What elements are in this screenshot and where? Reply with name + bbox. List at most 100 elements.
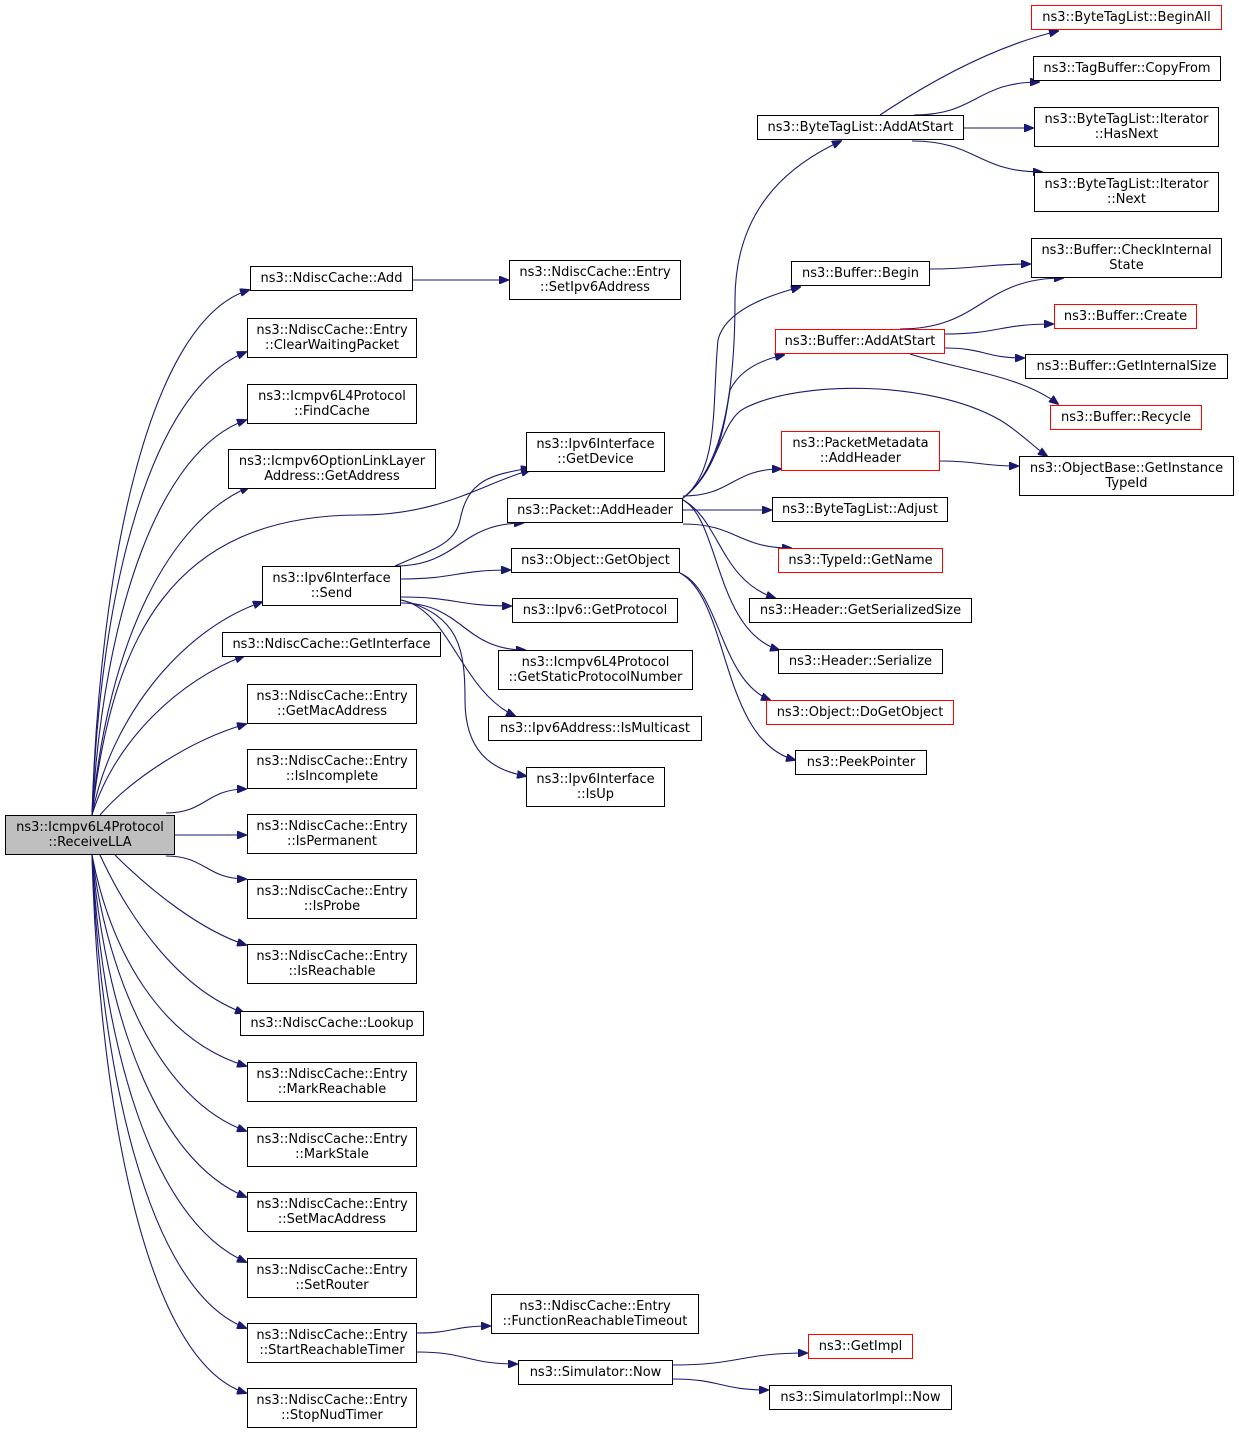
edge-start-reachable-timer-to-simulator-now: [416, 1351, 517, 1364]
edge-packet-add-header-to-buffer-add-at-start: [682, 355, 784, 499]
node-ipv6if-is-up[interactable]: ns3::Ipv6Interface ::IsUp: [526, 767, 665, 807]
node-find-cache[interactable]: ns3::Icmpv6L4Protocol ::FindCache: [247, 384, 417, 424]
edge-object-get-object-to-peek-pointer: [679, 572, 795, 760]
edge-root-to-mark-reachable: [91, 854, 246, 1066]
node-is-permanent[interactable]: ns3::NdiscCache::Entry ::IsPermanent: [247, 814, 417, 854]
edge-simulator-now-to-simulatorimpl-now: [672, 1378, 768, 1390]
edge-ipv6if-send-to-object-get-object: [400, 570, 510, 580]
node-mark-reachable[interactable]: ns3::NdiscCache::Entry ::MarkReachable: [247, 1062, 417, 1102]
node-buffer-get-internal-size[interactable]: ns3::Buffer::GetInternalSize: [1025, 354, 1228, 379]
node-mark-stale[interactable]: ns3::NdiscCache::Entry ::MarkStale: [247, 1127, 417, 1167]
edge-root-to-is-probe: [165, 855, 246, 879]
edge-buffer-add-at-start-to-buffer-create: [944, 324, 1053, 335]
edge-packetmetadata-add-header-to-objectbase-get-instance-typeid: [939, 460, 1018, 466]
node-simulatorimpl-now[interactable]: ns3::SimulatorImpl::Now: [769, 1385, 952, 1410]
node-is-incomplete[interactable]: ns3::NdiscCache::Entry ::IsIncomplete: [247, 749, 417, 789]
node-iterator-next[interactable]: ns3::ByteTagList::Iterator ::Next: [1034, 172, 1219, 212]
edge-bytetaglist-add-at-start-to-iterator-next: [911, 140, 1042, 172]
edge-root-to-stop-nud-timer: [91, 854, 246, 1393]
node-ndisc-get-interface[interactable]: ns3::NdiscCache::GetInterface: [222, 632, 441, 657]
node-bytetaglist-adjust[interactable]: ns3::ByteTagList::Adjust: [772, 497, 948, 522]
edge-packet-add-header-to-header-get-serialized-size: [682, 499, 775, 598]
edge-root-to-clear-waiting-packet: [91, 352, 246, 816]
node-set-router[interactable]: ns3::NdiscCache::Entry ::SetRouter: [247, 1258, 417, 1298]
node-start-reachable-timer[interactable]: ns3::NdiscCache::Entry ::StartReachableT…: [247, 1323, 417, 1363]
node-set-ipv6-address[interactable]: ns3::NdiscCache::Entry ::SetIpv6Address: [509, 260, 681, 300]
edge-root-to-mark-stale: [91, 854, 246, 1131]
node-ipv6if-get-device[interactable]: ns3::Ipv6Interface ::GetDevice: [526, 432, 665, 472]
node-get-mac-address[interactable]: ns3::NdiscCache::Entry ::GetMacAddress: [247, 684, 417, 724]
edge-root-to-option-get-address: [91, 487, 249, 816]
edge-start-reachable-timer-to-function-reachable-timeout: [416, 1326, 490, 1334]
node-tagbuffer-copy-from[interactable]: ns3::TagBuffer::CopyFrom: [1033, 56, 1221, 81]
node-object-get-object[interactable]: ns3::Object::GetObject: [511, 548, 680, 573]
node-header-get-serialized-size[interactable]: ns3::Header::GetSerializedSize: [749, 598, 972, 623]
edge-packet-add-header-to-header-serialize: [682, 499, 779, 650]
edge-buffer-add-at-start-to-buffer-check-internal-state: [899, 278, 1063, 330]
edge-buffer-begin-to-buffer-check-internal-state: [929, 264, 1030, 270]
node-object-do-get-object[interactable]: ns3::Object::DoGetObject: [766, 700, 954, 725]
edge-packet-add-header-to-objectbase-get-instance-typeid: [682, 387, 1047, 499]
edge-root-to-is-incomplete: [165, 789, 246, 814]
node-iterator-has-next[interactable]: ns3::ByteTagList::Iterator ::HasNext: [1034, 107, 1219, 147]
edge-simulator-now-to-get-impl: [672, 1353, 807, 1366]
node-is-reachable[interactable]: ns3::NdiscCache::Entry ::IsReachable: [247, 944, 417, 984]
edge-root-to-ipv6if-get-device: [91, 470, 530, 816]
node-typeid-get-name[interactable]: ns3::TypeId::GetName: [778, 548, 943, 573]
edge-bytetaglist-add-at-start-to-tagbuffer-copy-from: [913, 82, 1039, 116]
edge-root-to-ndisc-get-interface: [91, 656, 244, 816]
node-ipv6address-is-multicast[interactable]: ns3::Ipv6Address::IsMulticast: [488, 716, 702, 741]
edge-packet-add-header-to-bytetaglist-add-at-start: [682, 141, 841, 499]
node-bytetaglist-begin-all[interactable]: ns3::ByteTagList::BeginAll: [1031, 5, 1222, 30]
node-ipv6-get-protocol[interactable]: ns3::Ipv6::GetProtocol: [512, 598, 678, 623]
node-ipv6if-send[interactable]: ns3::Ipv6Interface ::Send: [262, 566, 401, 606]
node-header-serialize[interactable]: ns3::Header::Serialize: [778, 649, 943, 674]
call-edges: [91, 31, 1063, 1393]
edge-root-to-ndisc-lookup: [99, 854, 244, 1013]
edge-buffer-add-at-start-to-buffer-recycle: [909, 353, 1058, 404]
node-buffer-create[interactable]: ns3::Buffer::Create: [1054, 304, 1197, 329]
edge-ipv6if-send-to-get-static-protocol-number: [400, 602, 525, 650]
node-ndisc-add[interactable]: ns3::NdiscCache::Add: [250, 266, 413, 291]
edge-ipv6if-send-to-ipv6if-get-device: [394, 468, 530, 567]
node-buffer-check-internal-state[interactable]: ns3::Buffer::CheckInternal State: [1031, 238, 1222, 278]
node-ndisc-lookup[interactable]: ns3::NdiscCache::Lookup: [240, 1011, 424, 1036]
node-simulator-now[interactable]: ns3::Simulator::Now: [518, 1360, 673, 1385]
edge-root-to-ipv6if-send: [91, 602, 262, 816]
node-objectbase-get-instance-typeid[interactable]: ns3::ObjectBase::GetInstance TypeId: [1019, 456, 1234, 496]
node-packetmetadata-add-header[interactable]: ns3::PacketMetadata ::AddHeader: [781, 431, 940, 471]
edge-ipv6if-send-to-ipv6address-is-multicast: [400, 599, 515, 716]
node-packet-add-header[interactable]: ns3::Packet::AddHeader: [507, 498, 683, 523]
node-root: ns3::Icmpv6L4Protocol ::ReceiveLLA: [5, 815, 175, 855]
edge-ipv6if-send-to-ipv6-get-protocol: [400, 596, 511, 606]
edge-object-get-object-to-object-do-get-object: [679, 572, 770, 700]
edge-ipv6if-send-to-packet-add-header: [394, 523, 523, 567]
node-function-reachable-timeout[interactable]: ns3::NdiscCache::Entry ::FunctionReachab…: [491, 1294, 699, 1334]
node-buffer-begin[interactable]: ns3::Buffer::Begin: [791, 261, 930, 286]
node-buffer-recycle[interactable]: ns3::Buffer::Recycle: [1050, 405, 1202, 430]
edge-buffer-add-at-start-to-buffer-get-internal-size: [944, 347, 1024, 358]
edge-packet-add-header-to-typeid-get-name: [682, 523, 791, 548]
edge-root-to-ndisc-add: [91, 290, 249, 816]
node-is-probe[interactable]: ns3::NdiscCache::Entry ::IsProbe: [247, 879, 417, 919]
node-set-mac-address[interactable]: ns3::NdiscCache::Entry ::SetMacAddress: [247, 1192, 417, 1232]
node-get-impl[interactable]: ns3::GetImpl: [808, 1334, 913, 1359]
edge-root-to-is-reachable: [114, 854, 246, 945]
node-option-get-address[interactable]: ns3::Icmpv6OptionLinkLayer Address::GetA…: [228, 449, 436, 489]
node-peek-pointer[interactable]: ns3::PeekPointer: [795, 750, 927, 775]
edge-root-to-set-mac-address: [91, 854, 246, 1197]
edge-root-to-set-router: [91, 854, 246, 1262]
node-get-static-protocol-number[interactable]: ns3::Icmpv6L4Protocol ::GetStaticProtoco…: [498, 650, 693, 690]
node-bytetaglist-add-at-start[interactable]: ns3::ByteTagList::AddAtStart: [757, 115, 964, 140]
edge-root-to-find-cache: [91, 420, 246, 816]
node-clear-waiting-packet[interactable]: ns3::NdiscCache::Entry ::ClearWaitingPac…: [247, 318, 417, 358]
edge-ipv6if-send-to-ipv6if-is-up: [400, 599, 526, 776]
edge-packet-add-header-to-buffer-begin: [682, 287, 800, 499]
edge-root-to-start-reachable-timer: [91, 854, 246, 1328]
node-stop-nud-timer[interactable]: ns3::NdiscCache::Entry ::StopNudTimer: [247, 1388, 417, 1428]
edge-bytetaglist-add-at-start-to-bytetaglist-begin-all: [879, 31, 1058, 116]
edge-packet-add-header-to-packetmetadata-add-header: [682, 469, 781, 497]
node-buffer-add-at-start[interactable]: ns3::Buffer::AddAtStart: [775, 329, 945, 354]
edge-root-to-get-mac-address: [99, 724, 246, 816]
